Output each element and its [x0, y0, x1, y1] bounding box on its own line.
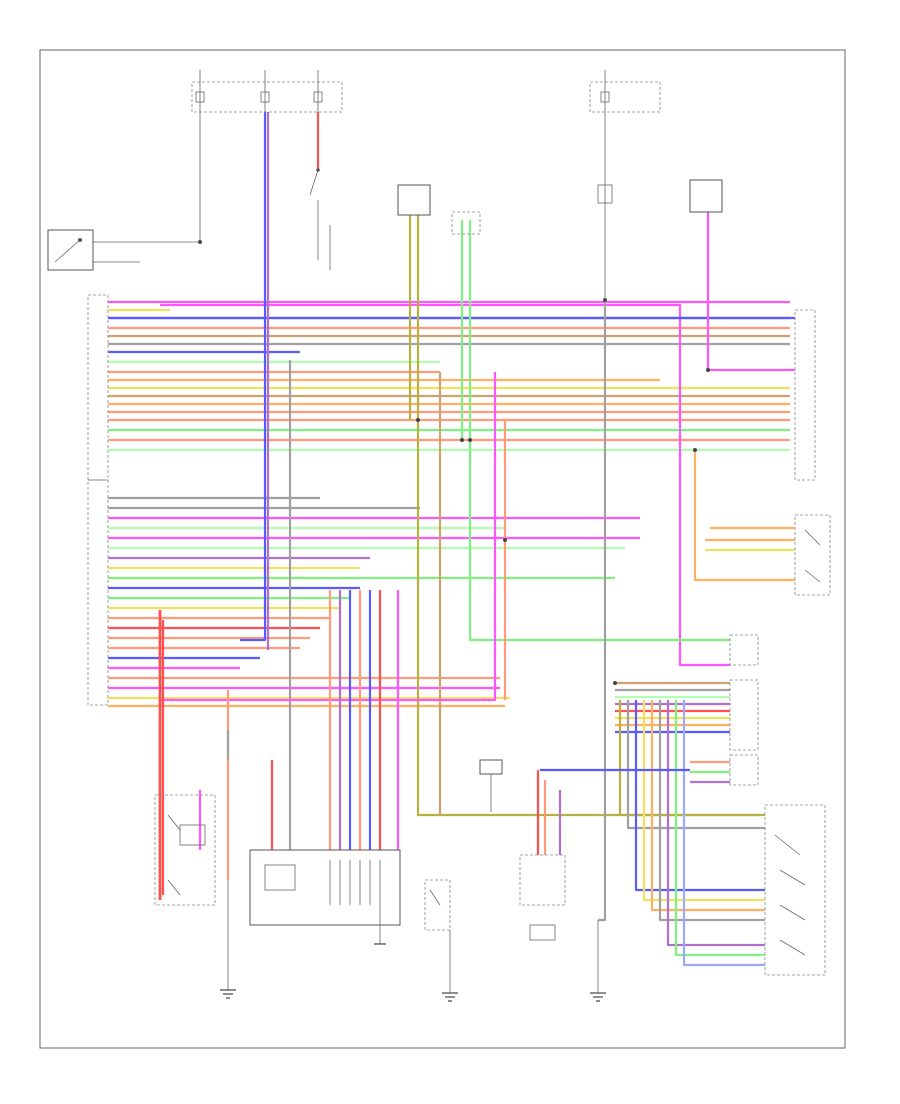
- wire-76: [658, 700, 765, 922]
- splice-dot: [468, 438, 472, 442]
- wire-43: [240, 112, 267, 642]
- left-sensor: [47, 229, 200, 271]
- mode-switch-bottom: [424, 879, 451, 931]
- splice-dot: [693, 448, 697, 452]
- splice-dot: [416, 418, 420, 422]
- top-switch: [309, 168, 331, 270]
- brake-switch: [154, 794, 216, 906]
- fuse-box-1: [191, 70, 343, 240]
- splice-dot: [706, 368, 710, 372]
- wire-51: [693, 450, 795, 582]
- wire-layer: [108, 112, 795, 967]
- speed-sensor-1: [519, 854, 566, 941]
- upper-module-2: [451, 211, 481, 235]
- ground-1: [220, 880, 236, 999]
- wire-79: [682, 700, 765, 967]
- wire-78: [674, 700, 765, 957]
- speed-sensor-2: [479, 759, 503, 812]
- wire-77: [666, 700, 765, 947]
- wire-55: [160, 372, 497, 702]
- wire-71: [618, 700, 765, 817]
- upper-module-3: [689, 179, 723, 213]
- range-switch: [764, 804, 826, 976]
- wire-72: [626, 700, 765, 830]
- solenoid-block: [249, 849, 401, 940]
- wire-50: [706, 212, 795, 372]
- connector-block-c: [729, 754, 759, 786]
- wire-19: [160, 303, 730, 667]
- ground-3: [590, 920, 606, 1002]
- upper-module-1: [397, 184, 431, 216]
- connector-block-a: [729, 634, 759, 666]
- fuse-box-2: [589, 70, 661, 300]
- mode-switch: [794, 514, 831, 596]
- right-connector-1: [794, 309, 816, 481]
- connector-block-b: [729, 679, 759, 751]
- diagram-border: [39, 49, 846, 1049]
- wire-54: [598, 300, 607, 922]
- wire-49: [468, 220, 730, 642]
- wire-73: [634, 700, 765, 892]
- splice-dot: [503, 538, 507, 542]
- ground-2: [442, 930, 458, 1002]
- splice-dot: [613, 681, 617, 685]
- splice-dot: [460, 438, 464, 442]
- wire-74: [642, 700, 765, 902]
- tcm: [87, 294, 109, 706]
- ground-4: [374, 940, 386, 945]
